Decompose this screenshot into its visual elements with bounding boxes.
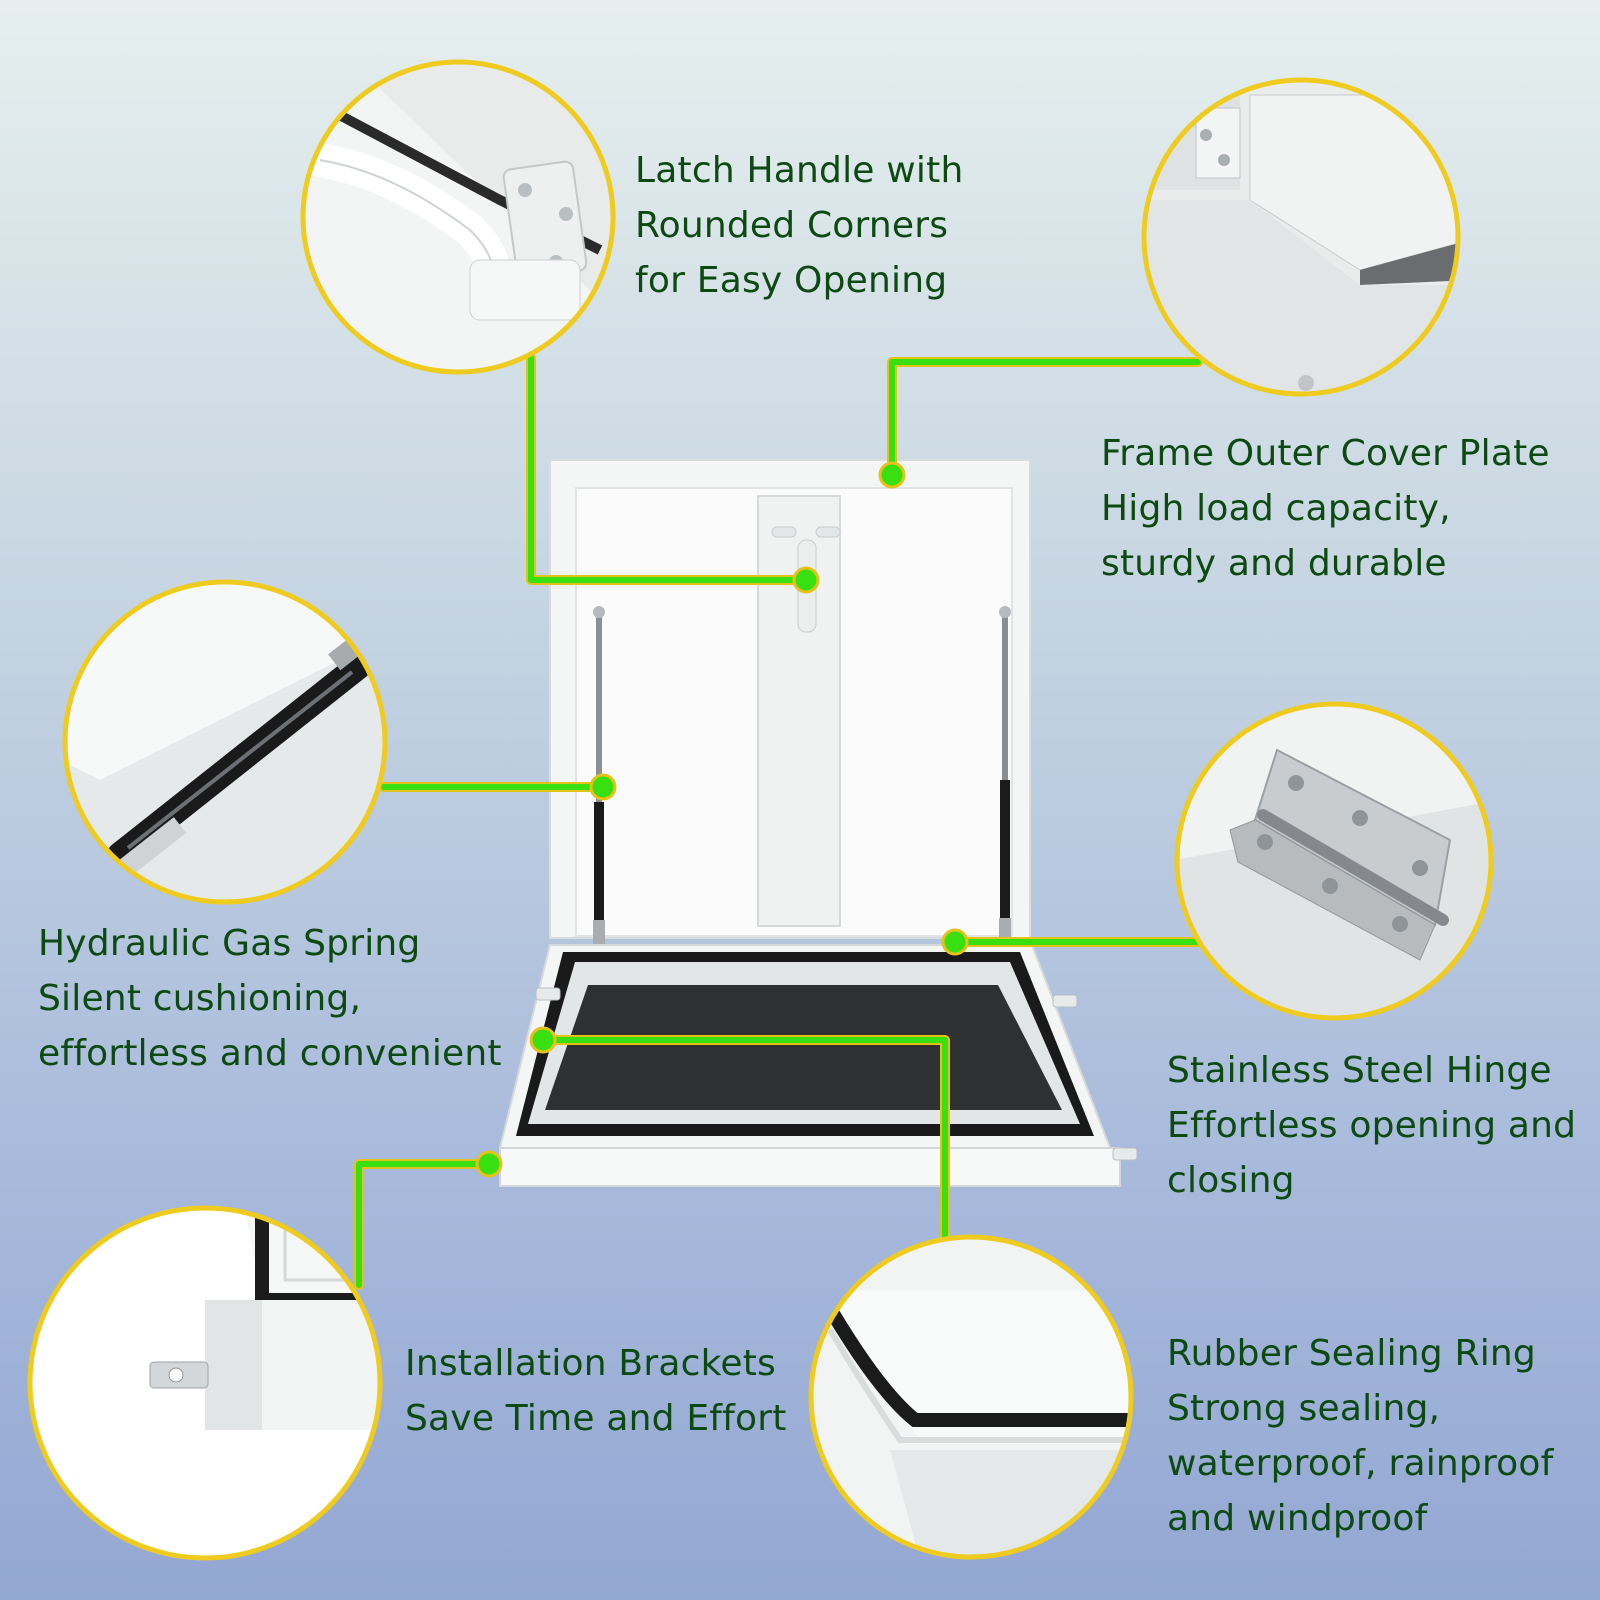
callout-line: closing xyxy=(1167,1160,1295,1201)
hinge-detail-circle xyxy=(1174,701,1494,1021)
callout-line: High load capacity, xyxy=(1101,488,1451,529)
callout-title: Latch Handle with xyxy=(635,150,964,191)
bracket-detail-circle xyxy=(27,1205,383,1561)
seal-detail-circle xyxy=(808,1234,1134,1560)
roof-hatch xyxy=(498,459,1138,1187)
callout-line: Save Time and Effort xyxy=(405,1398,787,1439)
mounting-tab xyxy=(535,987,561,1001)
callout-line: waterproof, rainproof xyxy=(1167,1443,1554,1484)
frame-cover-callout: Frame Outer Cover Plate High load capaci… xyxy=(1101,426,1550,591)
callout-title: Rubber Sealing Ring xyxy=(1167,1333,1536,1374)
callout-title: Hydraulic Gas Spring xyxy=(38,923,421,964)
gas-spring-detail-circle xyxy=(62,579,388,905)
callout-title: Stainless Steel Hinge xyxy=(1167,1050,1552,1091)
connector-lines xyxy=(354,353,1215,1290)
gas-spring-callout: Hydraulic Gas Spring Silent cushioning, … xyxy=(38,916,502,1081)
callout-line: sturdy and durable xyxy=(1101,543,1447,584)
brackets-callout: Installation Brackets Save Time and Effo… xyxy=(405,1336,787,1446)
frame-cover-detail-circle xyxy=(1141,77,1461,397)
mounting-tab xyxy=(1112,1147,1138,1161)
callout-line: Strong sealing, xyxy=(1167,1388,1441,1429)
mounting-tab xyxy=(1052,994,1078,1008)
connector-dots xyxy=(475,461,969,1178)
lid-latch-handle xyxy=(771,526,841,633)
hinge-callout: Stainless Steel Hinge Effortless opening… xyxy=(1167,1043,1576,1208)
hatch-opening xyxy=(545,985,1062,1110)
sealing-ring-callout: Rubber Sealing Ring Strong sealing, wate… xyxy=(1167,1326,1554,1546)
callout-line: Silent cushioning, xyxy=(38,978,362,1019)
frame-front-face xyxy=(499,1147,1121,1187)
callout-title: Frame Outer Cover Plate xyxy=(1101,433,1550,474)
callout-line: for Easy Opening xyxy=(635,260,948,301)
callout-line: Rounded Corners xyxy=(635,205,949,246)
callout-title: Installation Brackets xyxy=(405,1343,776,1384)
callout-line: and windproof xyxy=(1167,1498,1428,1539)
callout-line: effortless and convenient xyxy=(38,1033,502,1074)
callout-line: Effortless opening and xyxy=(1167,1105,1577,1146)
latch-handle-callout: Latch Handle with Rounded Corners for Ea… xyxy=(635,143,963,308)
